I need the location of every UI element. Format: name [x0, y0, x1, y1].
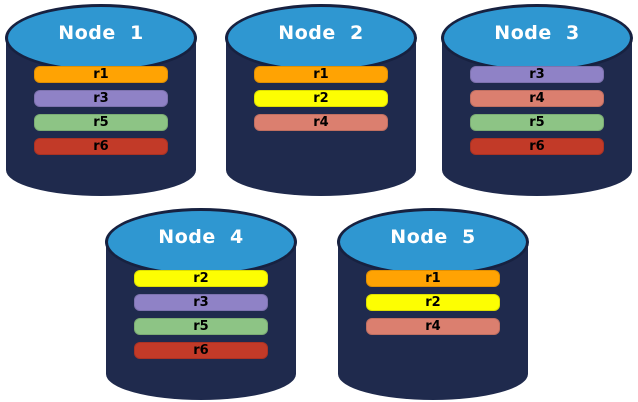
- node-cylinder-3: Node 3 r3 r4 r5 r6: [441, 4, 633, 196]
- node-title: Node 3: [494, 22, 580, 44]
- replica-bar-r3: r3: [134, 294, 268, 311]
- replica-bar-r2: r2: [134, 270, 268, 287]
- replica-bar-r2: r2: [366, 294, 500, 311]
- replica-list: r3 r4 r5 r6: [470, 66, 604, 162]
- replica-bar-r6: r6: [134, 342, 268, 359]
- replica-bar-r1: r1: [366, 270, 500, 287]
- replica-list: r1 r2 r4: [366, 270, 500, 342]
- replica-bar-r5: r5: [34, 114, 168, 131]
- node-title: Node 1: [58, 22, 144, 44]
- replica-bar-r5: r5: [134, 318, 268, 335]
- node-title: Node 2: [278, 22, 364, 44]
- replica-list: r1 r3 r5 r6: [34, 66, 168, 162]
- node-cylinder-1: Node 1 r1 r3 r5 r6: [5, 4, 197, 196]
- node-title: Node 5: [390, 226, 476, 248]
- replica-bar-r2: r2: [254, 90, 388, 107]
- replica-bar-r3: r3: [470, 66, 604, 83]
- node-cylinder-4: Node 4 r2 r3 r5 r6: [105, 208, 297, 400]
- replica-bar-r4: r4: [470, 90, 604, 107]
- replica-bar-r4: r4: [366, 318, 500, 335]
- node-cylinder-5: Node 5 r1 r2 r4: [337, 208, 529, 400]
- cylinder-top-ellipse: [5, 4, 197, 72]
- replica-bar-r6: r6: [470, 138, 604, 155]
- replica-bar-r1: r1: [34, 66, 168, 83]
- replica-bar-r1: r1: [254, 66, 388, 83]
- replica-bar-r6: r6: [34, 138, 168, 155]
- cylinder-top-ellipse: [225, 4, 417, 72]
- cylinder-top-ellipse: [337, 208, 529, 276]
- node-cylinder-2: Node 2 r1 r2 r4: [225, 4, 417, 196]
- replica-bar-r5: r5: [470, 114, 604, 131]
- replica-list: r1 r2 r4: [254, 66, 388, 138]
- replica-bar-r4: r4: [254, 114, 388, 131]
- replica-list: r2 r3 r5 r6: [134, 270, 268, 366]
- replica-bar-r3: r3: [34, 90, 168, 107]
- node-title: Node 4: [158, 226, 244, 248]
